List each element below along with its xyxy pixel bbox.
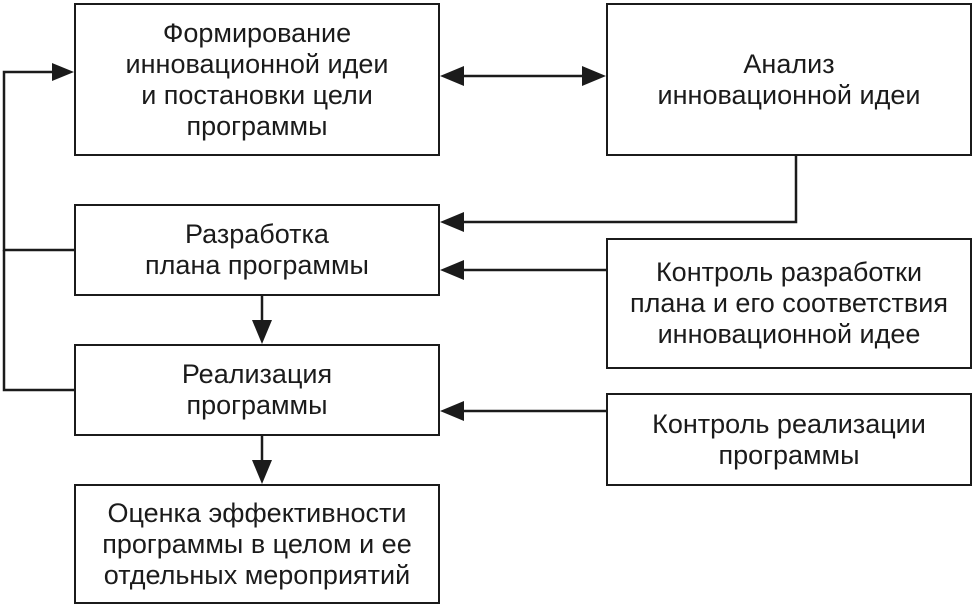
implementation-box: Реализация программы bbox=[74, 344, 440, 436]
arrowhead-control-to-implementation bbox=[440, 401, 464, 421]
arrowhead-control-to-plan bbox=[440, 260, 464, 280]
implementation-label: Реализация программы bbox=[181, 359, 333, 420]
arrowhead-implementation-to-evaluation bbox=[252, 460, 272, 484]
plan-development-label: Разработка плана программы bbox=[145, 219, 369, 280]
arrowhead-analysis-to-plan bbox=[440, 212, 464, 232]
implementation-control-box: Контроль реализации программы bbox=[606, 393, 972, 486]
arrowhead-plan-to-implementation bbox=[252, 320, 272, 344]
analysis-label: Анализ инновационной идеи bbox=[657, 48, 921, 110]
arrowhead-to-formation bbox=[440, 66, 464, 86]
arrowhead-to-analysis bbox=[582, 66, 606, 86]
plan-development-box: Разработка плана программы bbox=[74, 204, 440, 296]
evaluation-box: Оценка эффективности программы в целом и… bbox=[74, 484, 440, 604]
formation-label: Формирование инновационной идеи и постан… bbox=[125, 17, 389, 141]
feedback-loop-line bbox=[2, 70, 74, 252]
implementation-control-label: Контроль реализации программы bbox=[652, 408, 926, 470]
feedback-arrowhead bbox=[52, 63, 74, 81]
feedback-branch-implementation bbox=[2, 250, 74, 392]
evaluation-label: Оценка эффективности программы в целом и… bbox=[102, 497, 412, 590]
analysis-plan-line bbox=[462, 156, 798, 224]
analysis-box: Анализ инновационной идеи bbox=[606, 3, 972, 156]
formation-box: Формирование инновационной идеи и постан… bbox=[74, 3, 440, 156]
plan-control-label: Контроль разработки плана и его соответс… bbox=[630, 257, 948, 349]
plan-control-box: Контроль разработки плана и его соответс… bbox=[606, 238, 972, 369]
